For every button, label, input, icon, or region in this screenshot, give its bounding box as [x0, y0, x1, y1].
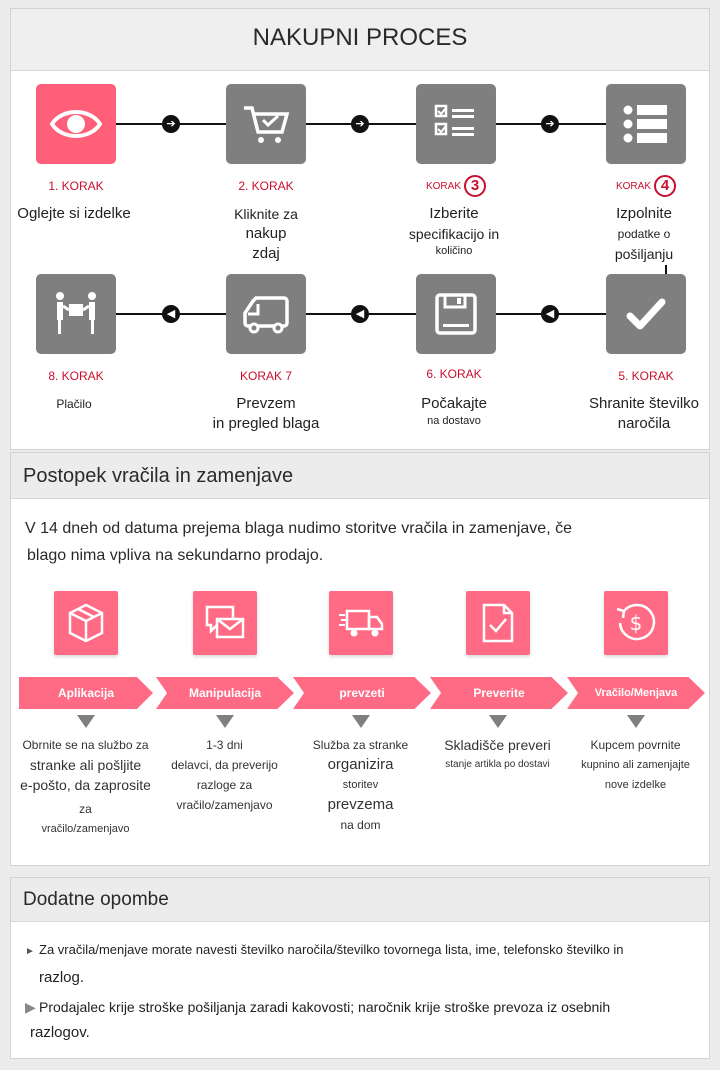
list-icon [606, 84, 686, 164]
arrow-left-icon: ◀ [162, 305, 180, 323]
ribbon-check: Preverite [430, 677, 568, 709]
ribbon-refund: Vračilo/Menjava [567, 677, 705, 709]
step-7-desc: Prevzem in pregled blaga [212, 395, 320, 432]
truck-icon [226, 274, 306, 354]
circled-3-icon: 3 [464, 175, 486, 197]
step-6-label: 6. KORAK [426, 367, 482, 381]
notes-panel: Dodatne opombe ►Za vračila/menjave morat… [10, 877, 710, 1059]
returns-title: Postopek vračila in zamenjave [11, 453, 709, 499]
step-4-desc: Izpolnite podatke o pošiljanju [614, 205, 674, 262]
step-1-desc: Oglejte si izdelke [17, 205, 131, 222]
step-2-desc: Kliknite za nakup zdaj [234, 206, 298, 262]
bullet-triangle-icon: ▶ [25, 999, 36, 1015]
arrow-right-icon: ➔ [541, 115, 559, 133]
refund-dollar-icon: $ [604, 591, 668, 655]
returns-intro: V 14 dneh od datuma prejema blaga nudimo… [25, 520, 572, 564]
step-8-label: 8. KORAK [48, 369, 104, 383]
note-2: ▶Prodajalec krije stroške pošiljanja zar… [25, 994, 695, 1046]
returns-step-2-desc: 1-3 dni delavci, da preverijo razloge za… [171, 738, 278, 812]
down-triangle-icon [77, 715, 95, 728]
arrow-left-icon: ◀ [351, 305, 369, 323]
step-2-label: 2. KORAK [238, 179, 294, 193]
step-3-desc: Izberite specifikacijo in količino [408, 205, 500, 257]
step-1-label: 1. KORAK [48, 179, 104, 193]
returns-step-1-desc: Obrnite se na službo za stranke ali pošl… [20, 738, 151, 835]
step-5-desc: Shranite številko naročila [588, 395, 700, 432]
ribbon-application: Aplikacija [19, 677, 153, 709]
bullet-arrow-icon: ► [25, 946, 35, 957]
down-triangle-icon [489, 715, 507, 728]
package-icon [54, 591, 118, 655]
returns-step-3-desc: Služba za stranke organizira storitev pr… [312, 738, 409, 832]
down-triangle-icon [627, 715, 645, 728]
notes-title: Dodatne opombe [11, 878, 709, 922]
mail-chat-icon [193, 591, 257, 655]
cart-icon [226, 84, 306, 164]
delivery-truck-icon [329, 591, 393, 655]
save-disk-icon [416, 274, 496, 354]
purchase-title: NAKUPNI PROCES [11, 9, 709, 71]
returns-step-5-desc: Kupcem povrnite kupnino ali zamenjajte n… [581, 738, 690, 791]
step-6-desc: Počakajte na dostavo [421, 395, 487, 427]
svg-text:$: $ [630, 611, 643, 635]
handover-icon [36, 274, 116, 354]
arrow-right-icon: ➔ [162, 115, 180, 133]
note-1: ►Za vračila/menjave morate navesti števi… [25, 942, 624, 986]
step-5-label: 5. KORAK [618, 369, 674, 383]
ribbon-handling: Manipulacija [156, 677, 294, 709]
step-8-desc: Plačilo [56, 397, 92, 411]
arrow-left-icon: ◀ [541, 305, 559, 323]
purchase-process-panel: NAKUPNI PROCES ➔ ➔ ➔ 1. KORAK Oglejte si… [10, 8, 710, 450]
down-triangle-icon [352, 715, 370, 728]
down-triangle-icon [216, 715, 234, 728]
ribbon-pickup: prevzeti [293, 677, 431, 709]
arrow-right-icon: ➔ [351, 115, 369, 133]
circled-4-icon: 4 [654, 175, 676, 197]
checkmark-icon [606, 274, 686, 354]
document-check-icon [466, 591, 530, 655]
checklist-icon [416, 84, 496, 164]
returns-panel: Postopek vračila in zamenjave V 14 dneh … [10, 452, 710, 866]
step-7-label: KORAK 7 [239, 369, 293, 383]
eye-icon [36, 84, 116, 164]
returns-step-4-desc: Skladišče preveri stanje artikla po dost… [444, 737, 551, 770]
vertical-connector [665, 265, 667, 279]
